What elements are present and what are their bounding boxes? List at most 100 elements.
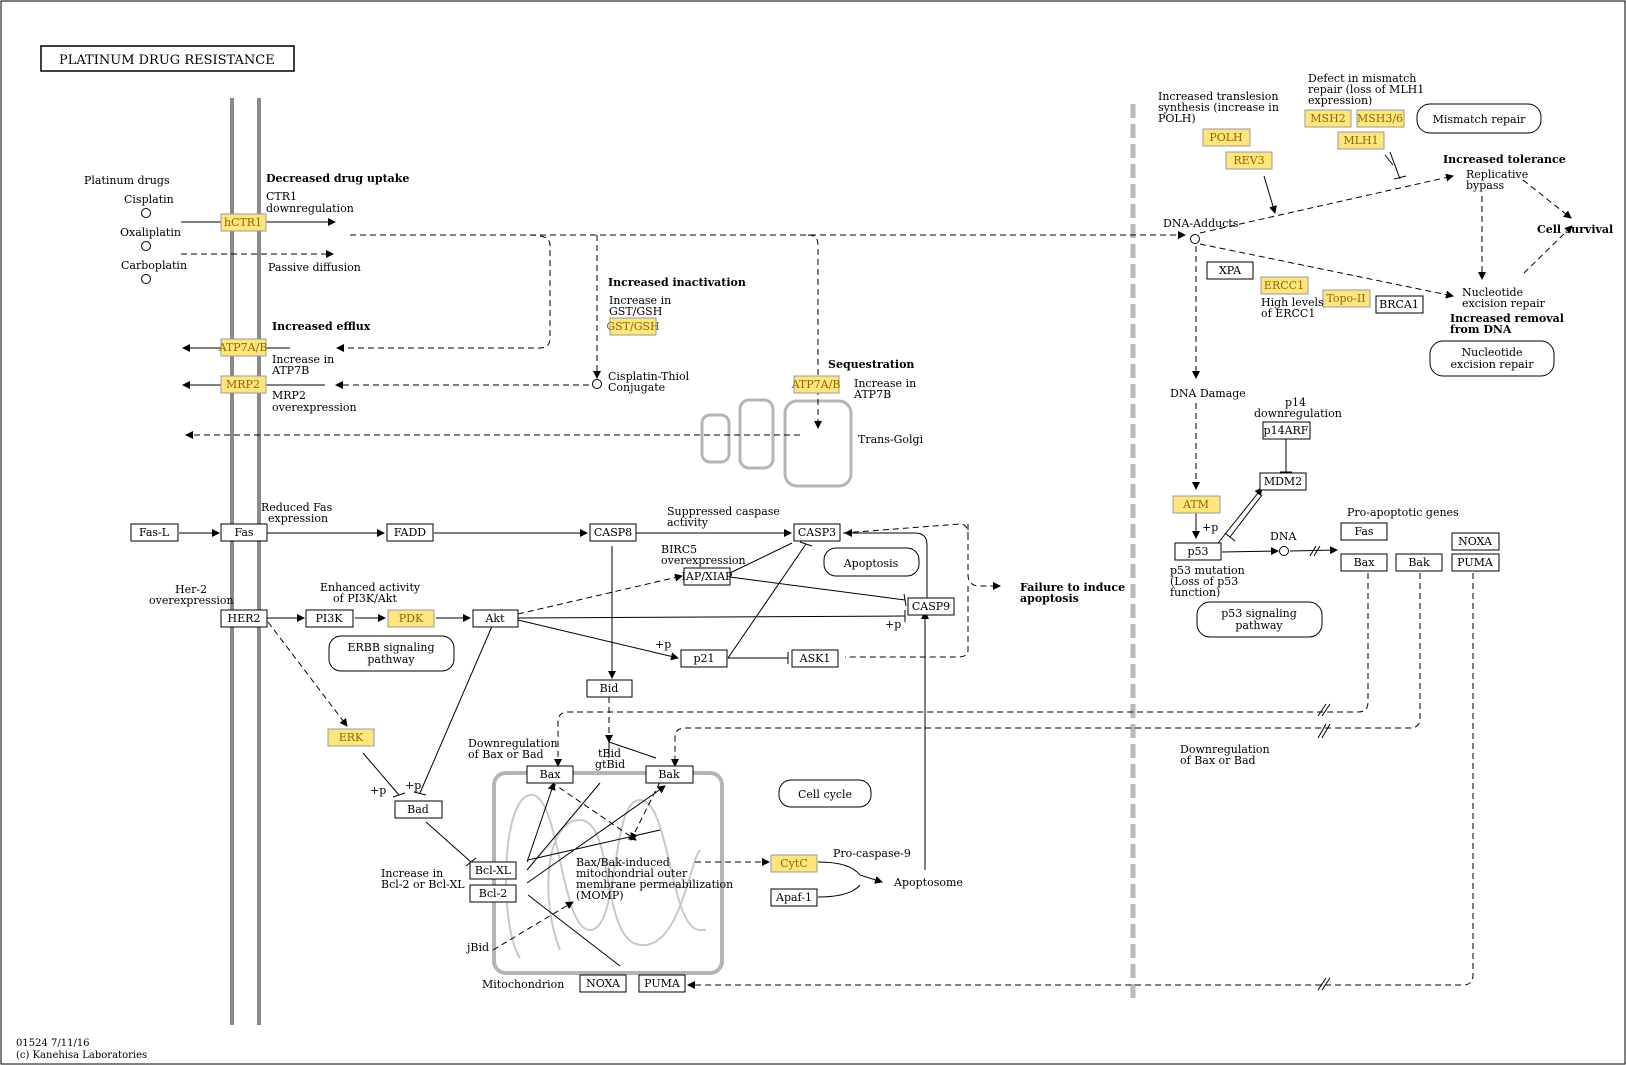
golgi-cisterna-2 (738, 398, 775, 470)
gene-msh36[interactable]: MSH3/6 (1356, 109, 1405, 128)
svg-text:(MOMP): (MOMP) (576, 889, 624, 902)
svg-text:High levels: High levels (1261, 296, 1324, 309)
svg-text:Cell cycle: Cell cycle (798, 788, 852, 801)
gene-pdk[interactable]: PDK (387, 609, 435, 628)
svg-text:Conjugate: Conjugate (608, 381, 665, 394)
svg-text:BIRC5: BIRC5 (661, 543, 697, 556)
gene-bcl2[interactable]: Bcl-2 (469, 884, 517, 903)
gene-erk[interactable]: ERK (327, 728, 375, 747)
gene-bid[interactable]: Bid (586, 679, 633, 698)
svg-text:ERK: ERK (339, 731, 364, 744)
svg-text:CASP8: CASP8 (594, 526, 632, 539)
label-cell-survival: Cell survival (1537, 223, 1613, 236)
gene-casp3[interactable]: CASP3 (793, 523, 841, 542)
gene-iapxiap[interactable]: IAP/XIAP (682, 567, 734, 586)
svg-text:REV3: REV3 (1233, 154, 1264, 167)
gene-fadd[interactable]: FADD (386, 523, 434, 542)
svg-text:Failure to induce: Failure to induce (1020, 581, 1125, 594)
svg-text:p14: p14 (1285, 396, 1306, 409)
gene-mdm2[interactable]: MDM2 (1259, 472, 1307, 491)
gene-bak-right[interactable]: Bak (1395, 553, 1443, 572)
gene-topoii[interactable]: Topo-II (1322, 289, 1371, 308)
svg-text:Cisplatin-Thiol: Cisplatin-Thiol (608, 370, 690, 383)
label-trans-golgi: Trans-Golgi (858, 433, 924, 446)
gene-cytc[interactable]: CytC (770, 854, 818, 873)
svg-text:expression): expression) (1308, 94, 1372, 107)
label-oxaliplatin: Oxaliplatin (120, 226, 181, 239)
map-cell-cycle[interactable]: Cell cycle (778, 779, 872, 808)
svg-text:synthesis (increase in: synthesis (increase in (1158, 101, 1279, 114)
gene-casp9[interactable]: CASP9 (907, 597, 955, 616)
svg-text:CASP9: CASP9 (912, 600, 950, 613)
gene-atp7ab-seq[interactable]: ATP7A/B (791, 375, 841, 394)
svg-text:Topo-II: Topo-II (1326, 292, 1365, 305)
svg-text:Bcl-2 or Bcl-XL: Bcl-2 or Bcl-XL (381, 878, 465, 891)
gene-noxa-right[interactable]: NOXA (1451, 532, 1500, 551)
gene-atp7ab-efflux[interactable]: ATP7A/B (218, 338, 268, 357)
gene-bclxl[interactable]: Bcl-XL (469, 861, 517, 880)
gene-casp8[interactable]: CASP8 (589, 523, 637, 542)
svg-text:apoptosis: apoptosis (1020, 592, 1079, 605)
svg-text:GST/GSH: GST/GSH (606, 320, 659, 333)
svg-text:ATP7A/B: ATP7A/B (218, 341, 268, 354)
golgi-cisterna-1 (700, 413, 731, 464)
svg-text:(Loss of p53: (Loss of p53 (1170, 575, 1238, 588)
map-mismatch-repair[interactable]: Mismatch repair (1416, 103, 1542, 134)
map-apoptosis[interactable]: Apoptosis (823, 547, 920, 577)
label-carboplatin: Carboplatin (121, 259, 187, 272)
svg-text:Nucleotide: Nucleotide (1461, 346, 1522, 359)
svg-text:FADD: FADD (394, 526, 426, 539)
svg-text:repair (loss of MLH1: repair (loss of MLH1 (1308, 83, 1424, 96)
gene-fas-right[interactable]: Fas (1340, 522, 1388, 541)
gene-brca1[interactable]: BRCA1 (1375, 295, 1424, 314)
svg-text:excision repair: excision repair (1451, 358, 1535, 371)
svg-text:MLH1: MLH1 (1343, 134, 1378, 147)
gene-p14arf[interactable]: p14ARF (1262, 421, 1311, 440)
svg-text:Downregulation: Downregulation (468, 737, 558, 750)
label-passive-diffusion: Passive diffusion (268, 261, 361, 274)
gene-puma-mito[interactable]: PUMA (638, 974, 686, 993)
svg-text:GST/GSH: GST/GSH (609, 305, 662, 318)
gene-gstgsh[interactable]: GST/GSH (606, 317, 660, 336)
svg-text:Increased translesion: Increased translesion (1158, 90, 1278, 103)
svg-text:Bax: Bax (1354, 556, 1376, 569)
gene-ask1[interactable]: ASK1 (791, 649, 839, 668)
gene-puma-right[interactable]: PUMA (1451, 553, 1500, 572)
gene-pi3k[interactable]: PI3K (305, 609, 354, 628)
gene-bad[interactable]: Bad (394, 800, 443, 819)
svg-text:+p: +p (370, 784, 386, 797)
footer-copyright: (c) Kanehisa Laboratories (16, 1050, 147, 1061)
gene-apaf1[interactable]: Apaf-1 (770, 888, 818, 907)
gene-akt[interactable]: Akt (472, 609, 519, 628)
svg-text:ATP7B: ATP7B (271, 364, 309, 377)
gene-xpa[interactable]: XPA (1206, 261, 1254, 280)
gene-p53[interactable]: p53 (1174, 542, 1222, 561)
gene-mrp2[interactable]: MRP2 (220, 375, 267, 394)
gene-msh2[interactable]: MSH2 (1304, 109, 1352, 128)
gene-ercc1[interactable]: ERCC1 (1260, 276, 1309, 295)
gene-bax-right[interactable]: Bax (1340, 553, 1388, 572)
gene-rev3[interactable]: REV3 (1225, 151, 1273, 170)
label-proapoptotic: Pro-apoptotic genes (1347, 506, 1459, 519)
gene-mlh1[interactable]: MLH1 (1337, 131, 1385, 150)
svg-text:Downregulation: Downregulation (1180, 743, 1270, 756)
svg-text:downregulation: downregulation (266, 202, 354, 215)
gene-bak-mito[interactable]: Bak (645, 765, 694, 784)
gene-p21[interactable]: p21 (680, 649, 728, 668)
gene-hctr1[interactable]: hCTR1 (220, 213, 267, 232)
gene-her2[interactable]: HER2 (220, 609, 268, 628)
svg-text:CASP3: CASP3 (798, 526, 836, 539)
gene-atm[interactable]: ATM (1172, 495, 1221, 514)
gene-noxa-mito[interactable]: NOXA (579, 974, 627, 993)
svg-text:MRP2: MRP2 (226, 378, 260, 391)
svg-text:Her-2: Her-2 (175, 583, 207, 596)
svg-text:MDM2: MDM2 (1264, 475, 1302, 488)
gene-fas[interactable]: Fas (220, 523, 268, 542)
gene-fasl[interactable]: Fas-L (130, 523, 179, 542)
gene-polh[interactable]: POLH (1202, 128, 1251, 147)
gene-bax-mito[interactable]: Bax (526, 765, 574, 784)
